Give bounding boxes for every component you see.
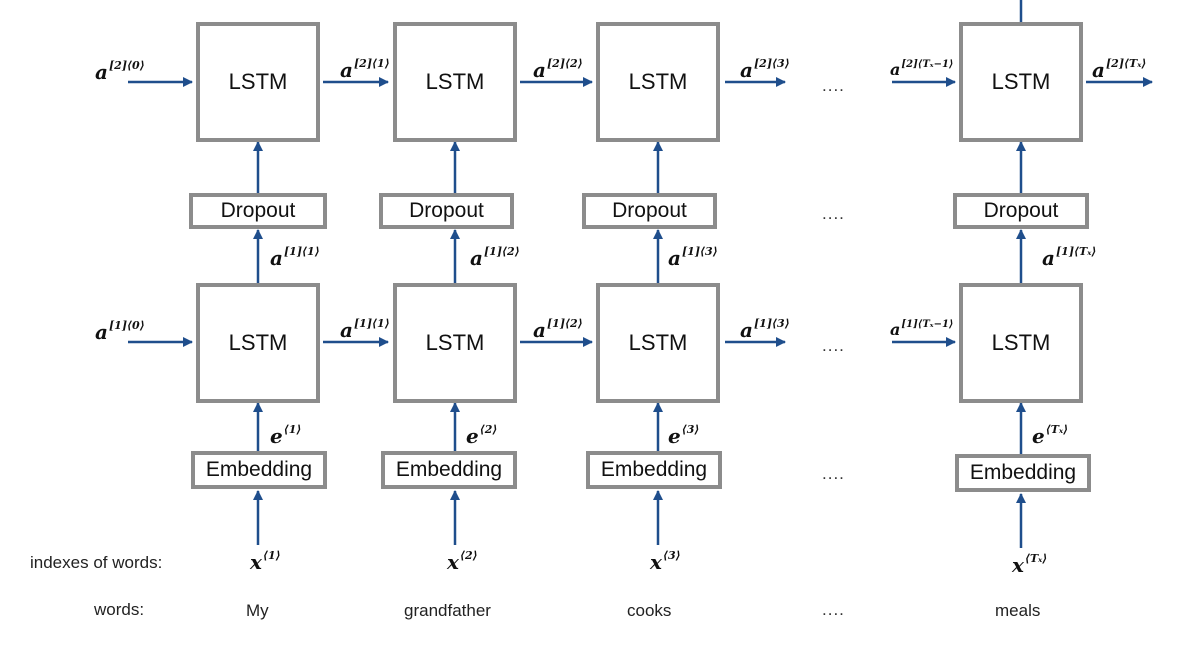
label-a2-0: a[2]⟨0⟩ <box>95 59 145 84</box>
label-x-1: x⟨1⟩ <box>250 549 281 574</box>
lstm-l1-t1: LSTM <box>196 283 320 403</box>
label-a2-last: a[2]⟨Tₓ⟩ <box>1092 57 1147 82</box>
label-a1-up-3: a[1]⟨3⟩ <box>668 245 718 270</box>
row-label-indexes: indexes of words: <box>30 553 163 572</box>
dropout-tx: Dropout <box>953 193 1089 229</box>
label-a2-3: a[2]⟨3⟩ <box>740 57 790 82</box>
lstm-l2-t3: LSTM <box>596 22 720 142</box>
dropout-2: Dropout <box>379 193 514 229</box>
lstm-l2-t1: LSTM <box>196 22 320 142</box>
embedding-3: Embedding <box>586 451 722 489</box>
label-a2-prev: a[2]⟨Tₓ−1⟩ <box>890 59 954 79</box>
embedding-1: Embedding <box>191 451 327 489</box>
ellipsis-dropout: .... <box>822 204 845 223</box>
label-a1-2: a[1]⟨2⟩ <box>533 317 583 342</box>
word-2: grandfather <box>404 601 491 620</box>
label-a1-up-2: a[1]⟨2⟩ <box>470 245 520 270</box>
ellipsis-embedding: .... <box>822 464 845 483</box>
label-x-tx: x⟨Tₓ⟩ <box>1012 552 1048 577</box>
lstm-l1-t2: LSTM <box>393 283 517 403</box>
label-x-3: x⟨3⟩ <box>650 549 681 574</box>
lstm-l1-tx: LSTM <box>959 283 1083 403</box>
label-a2-2: a[2]⟨2⟩ <box>533 57 583 82</box>
dropout-3: Dropout <box>582 193 717 229</box>
row-label-words: words: <box>94 600 145 619</box>
label-e-tx: e⟨Tₓ⟩ <box>1032 423 1069 448</box>
lstm-l2-t2: LSTM <box>393 22 517 142</box>
label-e-3: e⟨3⟩ <box>668 423 700 448</box>
label-a1-3: a[1]⟨3⟩ <box>740 317 790 342</box>
word-1: My <box>246 601 269 620</box>
word-4: meals <box>995 601 1041 620</box>
label-e-1: e⟨1⟩ <box>270 423 302 448</box>
dropout-1: Dropout <box>189 193 327 229</box>
label-a1-prev: a[1]⟨Tₓ−1⟩ <box>890 319 954 339</box>
lstm-l1-t3: LSTM <box>596 283 720 403</box>
label-a1-up-tx: a[1]⟨Tₓ⟩ <box>1042 245 1097 270</box>
lstm-l2-tx: LSTM <box>959 22 1083 142</box>
ellipsis-top: .... <box>822 76 845 95</box>
ellipsis-bottom: .... <box>822 336 845 355</box>
label-a1-0: a[1]⟨0⟩ <box>95 319 145 344</box>
embedding-2: Embedding <box>381 451 517 489</box>
label-x-2: x⟨2⟩ <box>447 549 478 574</box>
label-a1-1: a[1]⟨1⟩ <box>340 317 390 342</box>
label-a2-1: a[2]⟨1⟩ <box>340 57 390 82</box>
ellipsis-words: .... <box>822 600 845 619</box>
label-a1-up-1: a[1]⟨1⟩ <box>270 245 320 270</box>
word-3: cooks <box>627 601 672 620</box>
embedding-tx: Embedding <box>955 454 1091 492</box>
label-e-2: e⟨2⟩ <box>466 423 498 448</box>
